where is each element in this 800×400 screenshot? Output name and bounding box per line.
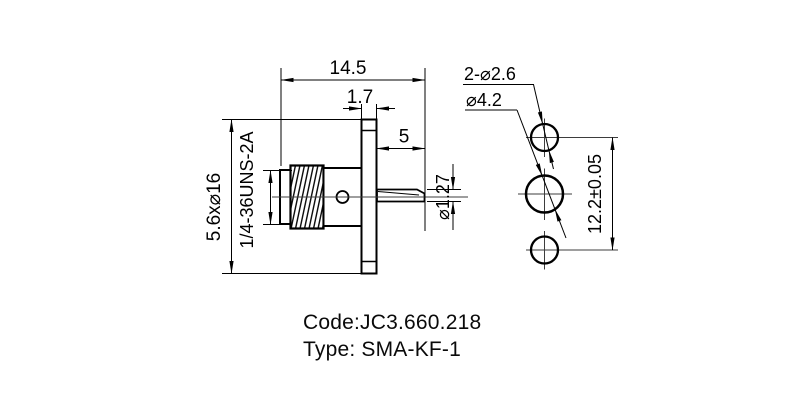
solder-pin: [376, 188, 426, 203]
mount-hole-bottom: [529, 235, 560, 265]
mount-hole-leader-tail: [548, 149, 554, 170]
dim-hole-spacing-label: 12.2±0.05: [585, 154, 605, 234]
front-view: 2-⌀2.6 ⌀4.2 12.2±0.05: [463, 64, 618, 270]
caption-code: Code:JC3.660.218: [303, 311, 482, 334]
dim-pin-diameter-label: ⌀1.27: [433, 174, 453, 220]
mount-hole-top: [529, 122, 560, 153]
dim-thread-spec-label: 1/4-36UNS-2A: [237, 131, 257, 248]
center-hole-leader-chord: [541, 175, 556, 210]
dim-mount-holes-label: 2-⌀2.6: [464, 64, 516, 84]
solder-pin-taper-line: [377, 191, 420, 196]
center-hole-leader-line: [516, 109, 543, 177]
center-hole: [524, 174, 565, 214]
mount-hole-leader-line: [533, 84, 544, 125]
dim-flange-outline-label: 5.6x⌀16: [204, 173, 225, 242]
dim-center-hole-label: ⌀4.2: [466, 90, 502, 110]
center-hole-leader-tail: [554, 208, 567, 239]
dim-pin-length-label: 5: [399, 127, 410, 148]
mount-hole-leader-chord: [542, 123, 550, 151]
dim-flange-thickness-label: 1.7: [347, 87, 373, 108]
dim-overall-length-label: 14.5: [330, 58, 367, 79]
caption-type: Type: SMA-KF-1: [303, 338, 462, 361]
side-view: 14.5 1.7 5 ⌀1.27 5.6x⌀16: [204, 58, 468, 275]
